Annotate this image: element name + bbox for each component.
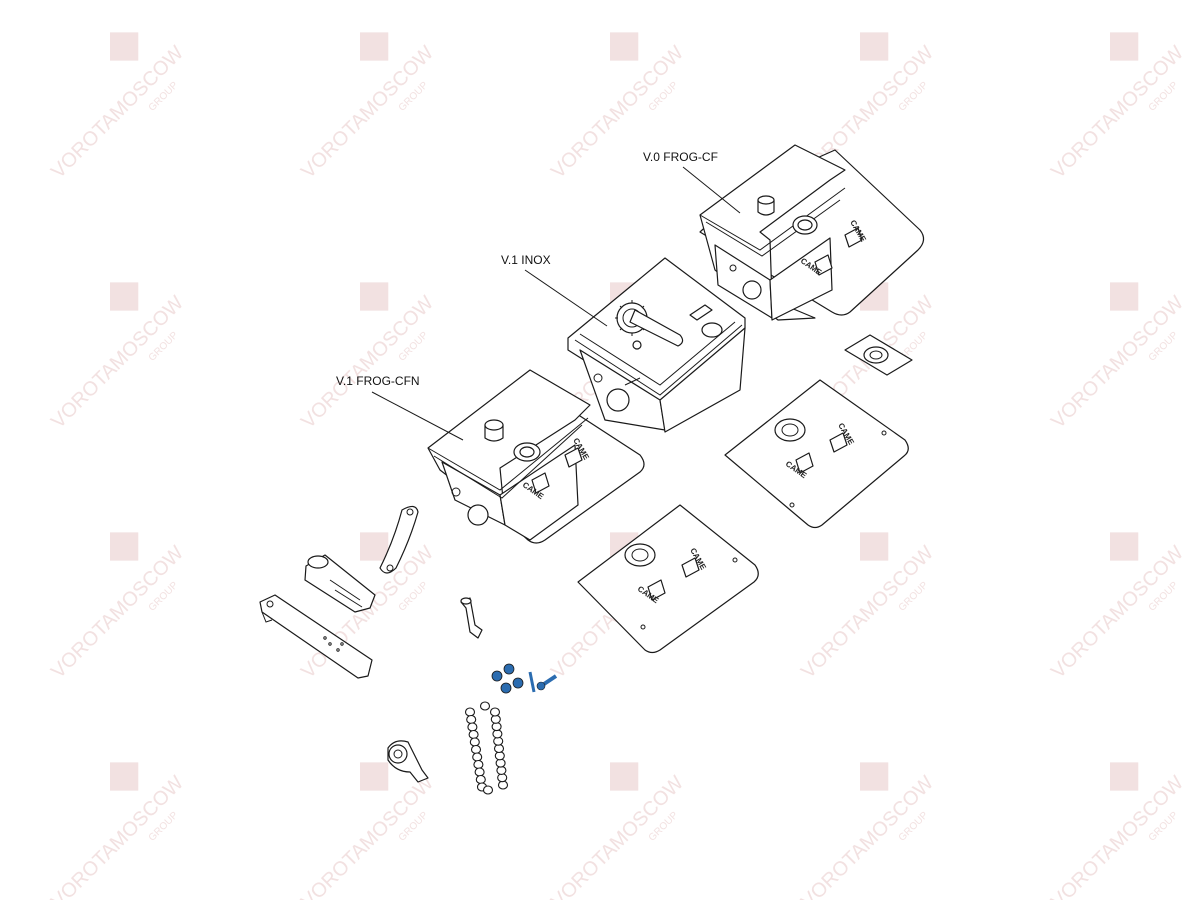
- box-v1-inox: [567, 257, 746, 433]
- chain-link: [472, 752, 483, 762]
- watermark-logo-icon: [1110, 532, 1139, 561]
- sprocket-bracket: [387, 740, 429, 783]
- chain-link: [490, 714, 501, 724]
- pivot-cover-part: [844, 334, 913, 376]
- chain-link: [497, 780, 509, 790]
- watermark-logo-icon: [610, 762, 639, 791]
- watermark-logo-icon: [1110, 762, 1139, 791]
- watermark-text: VOROTAMOSCOW: [1047, 292, 1188, 433]
- chain-link: [466, 714, 477, 725]
- chain-link: [479, 701, 491, 711]
- watermark-logo-icon: [1110, 32, 1139, 61]
- chain-link: [497, 773, 508, 783]
- chain-link: [494, 751, 505, 761]
- chain-link: [493, 736, 504, 746]
- box-v0-frog-cf: CAME CAME: [699, 144, 925, 321]
- watermark-logo-icon: [110, 532, 139, 561]
- chain-link: [482, 785, 494, 795]
- label-group-cfn: V.1 FROG-CFN: [336, 374, 464, 441]
- watermark-logo-icon: [860, 762, 889, 791]
- watermark-logo-icon: [360, 762, 389, 791]
- watermark-text: VOROTAMOSCOW: [1047, 42, 1188, 183]
- cover-plate-right: CAME CAME: [724, 379, 909, 529]
- watermark-text: VOROTAMOSCOW: [297, 42, 438, 183]
- fastener-set: [491, 663, 558, 694]
- watermark-logo-icon: [110, 762, 139, 791]
- watermark-text: VOROTAMOSCOW: [1047, 542, 1188, 683]
- label-v0-frog-cf: V.0 FROG-CF: [643, 150, 718, 164]
- chain-link: [493, 743, 505, 754]
- chain-link: [475, 774, 486, 785]
- chain-link: [489, 707, 501, 717]
- watermark-logo-icon: [110, 32, 139, 61]
- watermark-logo-icon: [110, 282, 139, 311]
- watermark-text: VOROTAMOSCOW: [1047, 772, 1188, 900]
- chain-link: [495, 758, 506, 768]
- watermark-logo-icon: [860, 532, 889, 561]
- cover-plate-bottom: CAME CAME: [577, 504, 759, 654]
- flat-arm: [259, 594, 373, 679]
- chain-link: [470, 744, 482, 755]
- watermark-text: VOROTAMOSCOW: [297, 772, 438, 900]
- chain-link: [468, 729, 479, 740]
- box-v1-frog-cfn: CAME CAME: [427, 369, 645, 544]
- drive-chain: [464, 701, 509, 795]
- chain-link: [469, 737, 480, 747]
- watermark-logo-icon: [860, 32, 889, 61]
- chain-link: [492, 729, 503, 739]
- label-group-inox: V.1 INOX: [501, 253, 608, 327]
- chain-link: [473, 759, 484, 770]
- watermark-text: VOROTAMOSCOW: [47, 292, 188, 433]
- watermark-text: VOROTAMOSCOW: [47, 772, 188, 900]
- leader-line-inox: [524, 269, 608, 327]
- leader-line-cfn: [371, 391, 464, 441]
- watermark-logo-icon: [610, 32, 639, 61]
- watermark-logo-icon: [1110, 282, 1139, 311]
- watermark-text: VOROTAMOSCOW: [797, 772, 938, 900]
- chain-link: [496, 765, 507, 775]
- label-v1-frog-cfn: V.1 FROG-CFN: [336, 374, 420, 388]
- leader-line-v0: [682, 166, 741, 214]
- chain-link: [474, 767, 485, 777]
- watermark-text: VOROTAMOSCOW: [47, 542, 188, 683]
- curved-link-arm: [379, 505, 419, 574]
- watermark-text: VOROTAMOSCOW: [47, 42, 188, 183]
- watermark-text: VOROTAMOSCOW: [547, 772, 688, 900]
- release-key: [460, 597, 483, 639]
- lever-bracket: [304, 554, 376, 613]
- watermark-text: VOROTAMOSCOW: [797, 542, 938, 683]
- watermark-logo-icon: [360, 32, 389, 61]
- label-v1-inox: V.1 INOX: [501, 253, 551, 267]
- label-group-v0: V.0 FROG-CF: [643, 150, 741, 214]
- chain-link: [491, 722, 502, 732]
- watermark-logo-icon: [360, 282, 389, 311]
- watermark-logo-icon: [360, 532, 389, 561]
- chain-link: [467, 722, 478, 732]
- watermark-text: VOROTAMOSCOW: [297, 292, 438, 433]
- chain-link: [464, 707, 476, 717]
